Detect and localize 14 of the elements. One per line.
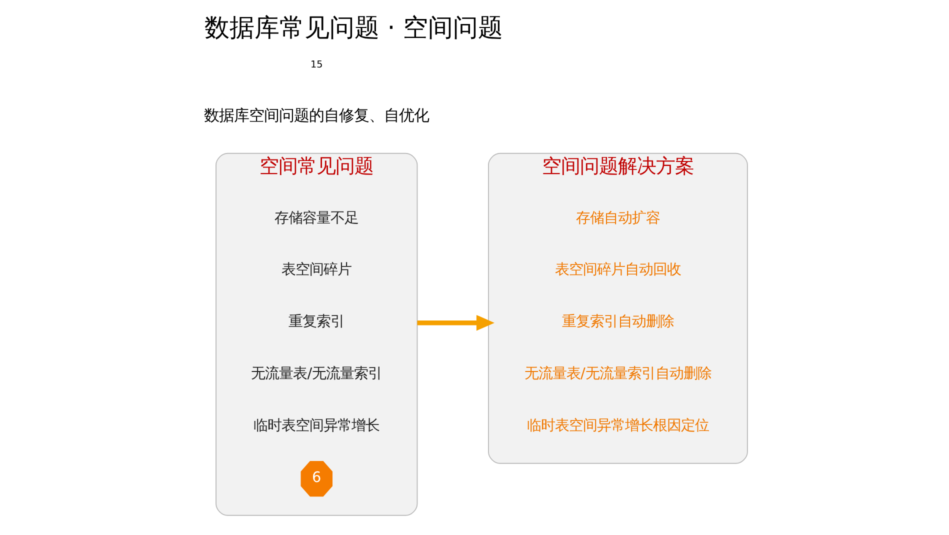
diagram-title: 数据库常见问题 · 空间问题 bbox=[204, 12, 503, 42]
node-text: 无流量表/无流量索引 bbox=[250, 366, 382, 382]
node-text: 临时表空间异常增长 bbox=[253, 418, 380, 434]
node-text: 表空间碎片自动回收 bbox=[554, 262, 680, 278]
node-text: 无流量表/无流量索引自动删除 bbox=[524, 366, 711, 382]
label: 数据库空间问题的自修复、自优化 bbox=[204, 106, 429, 124]
node-text: 临时表空间异常增长根因定位 bbox=[526, 418, 708, 434]
arrow bbox=[416, 314, 494, 331]
node-text: 重复索引 bbox=[288, 314, 344, 330]
node-text: 存储自动扩容 bbox=[575, 210, 660, 226]
label: 15 bbox=[310, 59, 322, 70]
node-text: 存储容量不足 bbox=[274, 210, 358, 226]
node-text: 表空间碎片 bbox=[281, 262, 352, 278]
node-text: 重复索引自动删除 bbox=[561, 314, 674, 330]
